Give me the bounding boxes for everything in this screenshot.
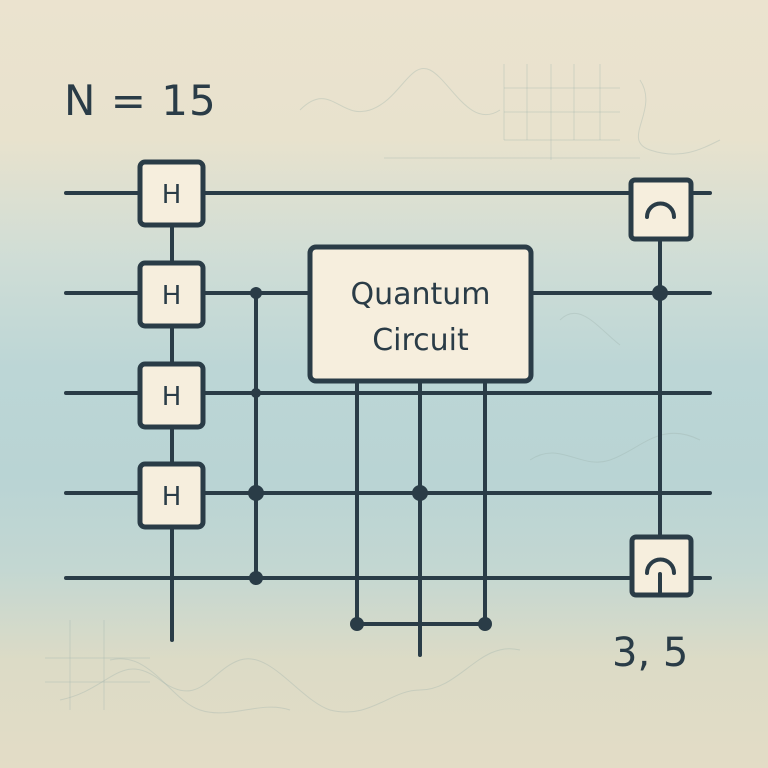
background-wave-top [299, 67, 501, 116]
quantum-circuit-block: Quantum Circuit [307, 244, 534, 384]
background-wave-right [559, 312, 621, 346]
hadamard-gate-1: H [137, 159, 206, 228]
control-dot [652, 285, 668, 301]
hadamard-gate-2: H [137, 260, 206, 329]
background-grid-bottom [45, 620, 150, 710]
measurement-gate-top [628, 177, 694, 242]
control-dot [250, 287, 262, 299]
meter-arc-icon [645, 557, 676, 575]
control-dot [251, 388, 261, 398]
background-wave-bottom-2 [109, 658, 291, 714]
hadamard-label: H [162, 180, 182, 210]
background-grid-top [384, 64, 640, 160]
background-curve-top-right [637, 79, 721, 155]
control-dot [412, 485, 428, 501]
hadamard-label: H [162, 482, 182, 512]
background-wave-right-2 [529, 432, 701, 463]
meter-arc-icon [645, 201, 676, 219]
control-dot [249, 571, 263, 585]
hadamard-gate-4: H [137, 461, 206, 530]
hadamard-gate-3: H [137, 361, 206, 430]
block-label-line-2: Circuit [372, 323, 469, 358]
control-dot [478, 617, 492, 631]
hadamard-label: H [162, 382, 182, 412]
measurement-gate-bottom [629, 534, 694, 598]
block-label-line-1: Quantum [350, 277, 490, 312]
modulus-label: N = 15 [64, 76, 217, 125]
background-wave-bottom [59, 648, 521, 713]
factors-result-label: 3, 5 [612, 630, 689, 676]
control-dot [248, 485, 264, 501]
control-dot [350, 617, 364, 631]
hadamard-label: H [162, 281, 182, 311]
